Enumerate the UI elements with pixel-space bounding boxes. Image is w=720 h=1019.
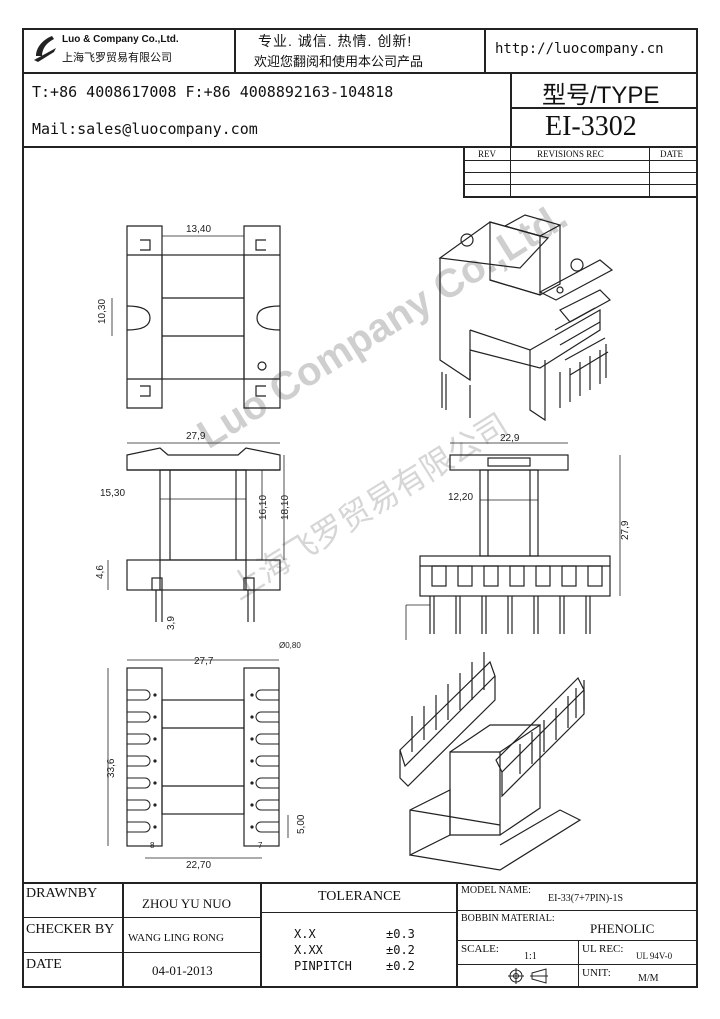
header-col-divider [484,28,486,74]
dim-K: 4,6 [95,565,106,579]
tb-row [456,910,698,911]
model-name-value: EI-33(7+7PIN)-1S [548,893,624,904]
dim-H-right: 12,20 [448,492,473,503]
rev-table-row [463,160,698,161]
unit-label: UNIT: [582,967,611,979]
dim-F: 18,10 [280,495,291,520]
contact-phone: T:+86 4008617008 F:+86 4008892163-104818 [32,83,394,101]
date-value: 04-01-2013 [152,963,213,978]
checker-value: WANG LING RONG [128,932,224,944]
date-label: DATE [26,957,62,972]
tb-row [22,952,262,953]
tb-col [578,940,579,988]
company-logo-icon [34,36,56,62]
header-divider [22,72,698,74]
company-name-en: Luo & Company Co.,Ltd. [62,34,179,45]
dim-H-left: 15,30 [100,488,125,499]
bottom-view [107,659,289,859]
scale-label: SCALE: [461,943,499,955]
tol-xxx-label: X.XX [294,943,323,957]
dim-C: Ø0,80 [279,641,301,650]
company-name-cn: 上海飞罗贸易有限公司 [62,52,172,64]
type-col-divider [510,72,512,146]
tol-pinpitch-value: ±0.2 [386,959,415,973]
revisions-col-header: REVISIONS REC [537,149,604,159]
dim-D: 27,9 [620,520,631,540]
dim-J: 27,9 [186,431,206,442]
tb-col [456,882,458,988]
dim-O: 33,6 [106,758,117,778]
type-row-divider [510,107,698,109]
pin-label-7: 7 [258,841,263,850]
drawnby-value: ZHOU YU NUO [142,896,232,911]
tol-xx-label: X.X [294,927,316,941]
bobbin-label: BOBBIN MATERIAL: [461,913,555,924]
scale-value: 1:1 [524,951,537,962]
projection-symbol-icon [508,968,548,984]
tb-col [260,882,262,988]
dim-B: 5,00 [296,814,307,834]
dim-I: 22,9 [500,433,520,444]
slogan-line2: 欢迎您翻阅和使用本公司产品 [254,54,424,69]
ulrec-label: UL REC: [582,943,624,955]
unit-value: M/M [638,973,659,984]
tol-xx-value: ±0.3 [386,927,415,941]
rev-col-header: REV [478,149,496,159]
tb-row [456,940,698,941]
date-col-header: DATE [660,149,683,159]
side-view [405,442,621,640]
tol-xxx-value: ±0.2 [386,943,415,957]
dim-N: 27,7 [194,656,214,667]
ulrec-value: UL 94V-0 [636,951,673,961]
tb-row [260,912,458,913]
drawnby-label: DRAWNBY [26,886,98,901]
header-bottom-line [22,146,698,148]
tb-row [456,964,698,965]
header-col-divider [234,28,236,74]
rev-table-col [510,146,511,198]
tolerance-label: TOLERANCE [318,889,401,904]
tol-pinpitch-label: PINPITCH [294,959,352,973]
company-url[interactable]: http://luocompany.cn [495,41,664,57]
checker-label: CHECKER BY [26,922,115,937]
front-view [107,442,285,622]
tb-row [22,917,262,918]
rev-table-row [463,184,698,185]
dim-A: 22,70 [186,860,211,871]
rev-table-col [649,146,650,198]
tb-col [122,882,124,988]
dim-G: 13,40 [186,224,211,235]
dim-E: 10,30 [97,299,108,324]
dim-M: 3,9 [166,616,177,630]
rev-table-row [463,172,698,173]
model-name-label: MODEL NAME: [461,885,531,896]
isometric-view-bottom [399,652,585,871]
isometric-view-top [438,214,614,422]
model-number: EI-3302 [545,111,637,142]
drawing-sheet [22,28,698,988]
type-label: 型号/TYPE [542,82,660,109]
rev-table-row [463,196,698,198]
dim-16: 16,10 [258,495,269,520]
pin-label-8: 8 [150,841,155,850]
top-view [111,225,281,409]
slogan-line1: 专业. 诚信. 热情. 创新! [258,33,413,49]
titleblock-top [22,882,698,884]
bobbin-value: PHENOLIC [590,921,655,936]
contact-mail[interactable]: Mail:sales@luocompany.com [32,120,258,138]
